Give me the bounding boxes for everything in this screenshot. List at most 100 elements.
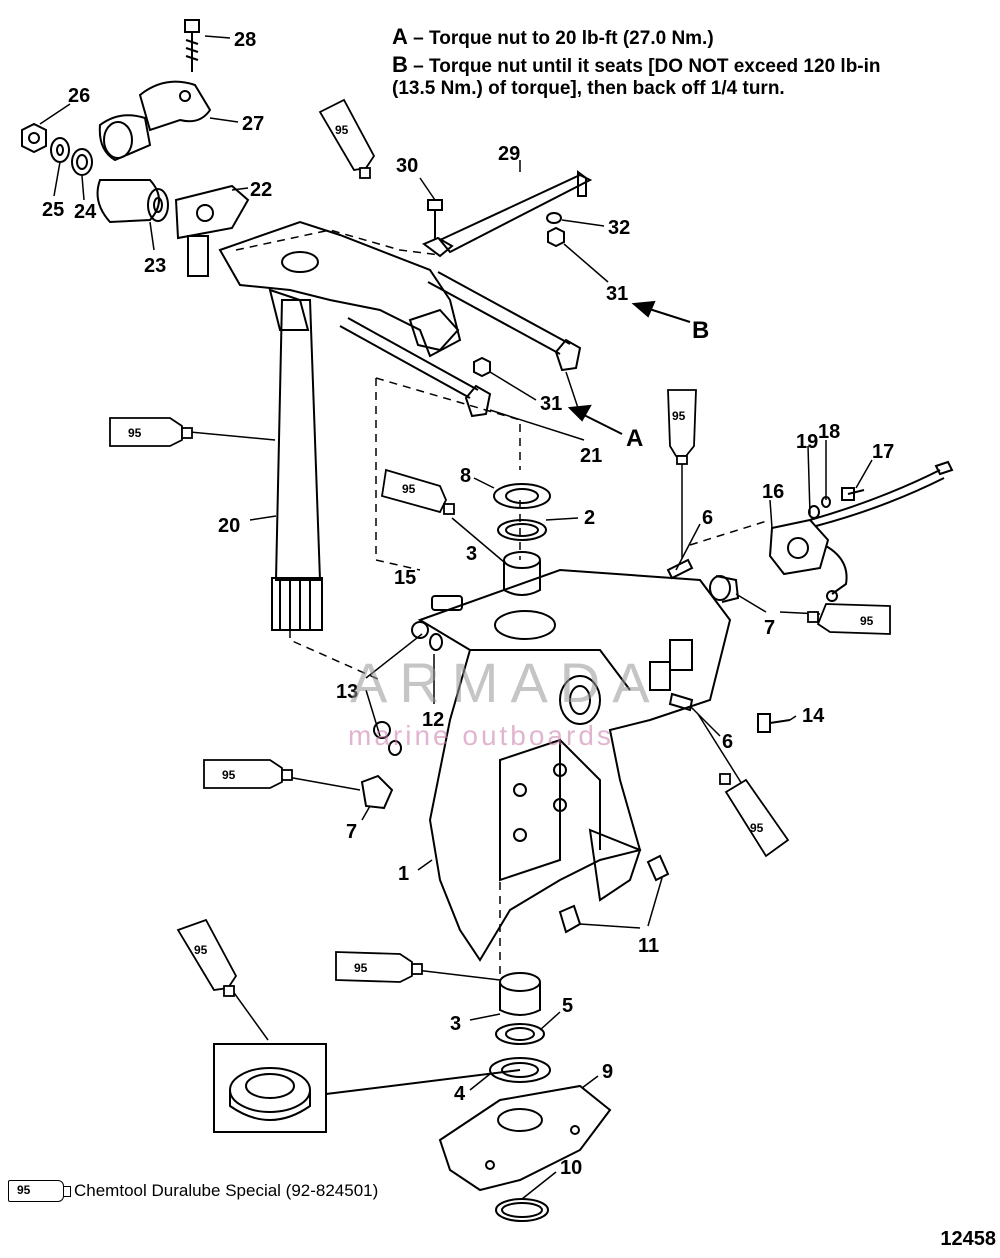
callout-27: 27	[242, 113, 264, 135]
washer-25	[50, 137, 70, 163]
svg-text:95: 95	[128, 426, 142, 440]
callout-7: 7	[346, 821, 357, 843]
callout-13: 13	[336, 681, 358, 703]
svg-text:95: 95	[750, 821, 764, 835]
callout-8: 8	[460, 465, 471, 487]
callout-16: 16	[762, 481, 784, 503]
snap-ring-10	[495, 1198, 549, 1222]
bushing-3-lower	[499, 972, 541, 1016]
washer-5	[495, 1023, 545, 1045]
steering-arm	[218, 220, 462, 358]
screw-17	[841, 487, 865, 501]
nut-31-lower	[473, 356, 491, 378]
callout-17: 17	[872, 441, 894, 463]
callout-32: 32	[608, 217, 630, 239]
bushing-7-right	[709, 575, 740, 603]
svg-text:95: 95	[194, 943, 208, 957]
tie-bar-29	[438, 170, 593, 254]
letter-B: B	[692, 317, 709, 344]
lubricant-tube-95: 95	[719, 773, 790, 858]
clamp-27	[98, 80, 212, 162]
grease-fitting-6-lower	[668, 692, 694, 712]
callout-4: 4	[454, 1083, 466, 1105]
callout-9: 9	[602, 1061, 613, 1083]
svg-text:95: 95	[672, 409, 686, 423]
lubricant-tube-95: 95	[335, 951, 423, 983]
screw-11	[558, 854, 670, 934]
leader-lines	[39, 35, 873, 1200]
washer-2	[497, 519, 547, 541]
bolt-28	[184, 19, 200, 72]
bushing-3-upper	[503, 551, 541, 596]
callout-6: 6	[722, 731, 733, 753]
callout-1: 1	[398, 863, 409, 885]
lower-yoke-9	[438, 1084, 612, 1192]
lubricant-tube-icon: 95	[8, 1180, 71, 1202]
svg-text:95: 95	[222, 768, 236, 782]
seal-8	[493, 483, 551, 509]
arrow-B	[631, 300, 691, 323]
lubricant-tube-95: 95	[176, 918, 238, 997]
callout-11: 11	[638, 935, 659, 957]
nut-13	[373, 621, 429, 739]
callout-10: 10	[560, 1157, 582, 1179]
bolt-21-upper	[427, 271, 582, 372]
plate-22	[174, 184, 250, 277]
seal-detail-box	[213, 1043, 521, 1133]
callout-labels: 1 2 3 3 4 5 6 6 7 7 8 9 10 11 12 13 14 1…	[42, 29, 894, 1179]
callout-31: 31	[540, 393, 562, 415]
callout-18: 18	[818, 421, 840, 443]
key-15	[431, 595, 463, 611]
washer-12	[388, 633, 443, 756]
callout-30: 30	[396, 155, 418, 177]
callout-26: 26	[68, 85, 90, 107]
callout-31: 31	[606, 283, 628, 305]
figure-number: 12458	[940, 1228, 996, 1250]
nut-26	[21, 122, 47, 154]
callout-12: 12	[422, 709, 444, 731]
callout-21: 21	[580, 445, 602, 467]
callout-14: 14	[802, 705, 825, 727]
callout-6: 6	[702, 507, 713, 529]
seal-4	[489, 1057, 551, 1083]
callout-3: 3	[466, 543, 477, 565]
note-b: B – Torque nut until it seats [DO NOT ex…	[392, 52, 881, 77]
callout-5: 5	[562, 995, 573, 1017]
callout-20: 20	[218, 515, 240, 537]
grease-fitting-6-upper	[666, 558, 694, 580]
bushing-7-left	[360, 774, 394, 810]
lubricant-tube-95: 95	[807, 603, 891, 635]
letter-A: A	[626, 425, 643, 452]
svg-text:95: 95	[354, 961, 368, 975]
callout-15: 15	[394, 567, 416, 589]
callout-23: 23	[144, 255, 166, 277]
bushing-23	[96, 179, 169, 224]
callout-24: 24	[74, 201, 97, 223]
lubricant-legend: 95 Chemtool Duralube Special (92-824501)	[8, 1180, 378, 1202]
callout-7: 7	[764, 617, 775, 639]
washer-32	[546, 212, 562, 224]
svg-text:95: 95	[335, 123, 349, 137]
svg-text:95: 95	[402, 482, 416, 496]
lubricant-tube-95: 95	[667, 389, 697, 465]
callout-28: 28	[234, 29, 256, 51]
screw-14	[757, 713, 791, 733]
nut-31-upper	[547, 226, 565, 248]
washer-19	[808, 505, 820, 519]
bolt-21-lower	[339, 317, 492, 418]
lubricant-tube-95: 95	[380, 468, 455, 515]
swivel-bracket-1	[417, 568, 732, 962]
callout-3: 3	[450, 1013, 461, 1035]
callout-25: 25	[42, 199, 64, 221]
callout-2: 2	[584, 507, 595, 529]
callout-22: 22	[250, 179, 272, 201]
arrow-A	[567, 404, 623, 435]
screw-30	[422, 199, 454, 258]
steering-shaft-20	[271, 299, 323, 631]
lubricant-tube-95: 95	[318, 98, 376, 179]
note-a: A – Torque nut to 20 lb-ft (27.0 Nm.)	[392, 24, 714, 49]
note-b-continued: (13.5 Nm.) of torque], then back off 1/4…	[392, 78, 785, 99]
washer-24	[71, 148, 93, 176]
alignment-lines	[235, 229, 771, 980]
